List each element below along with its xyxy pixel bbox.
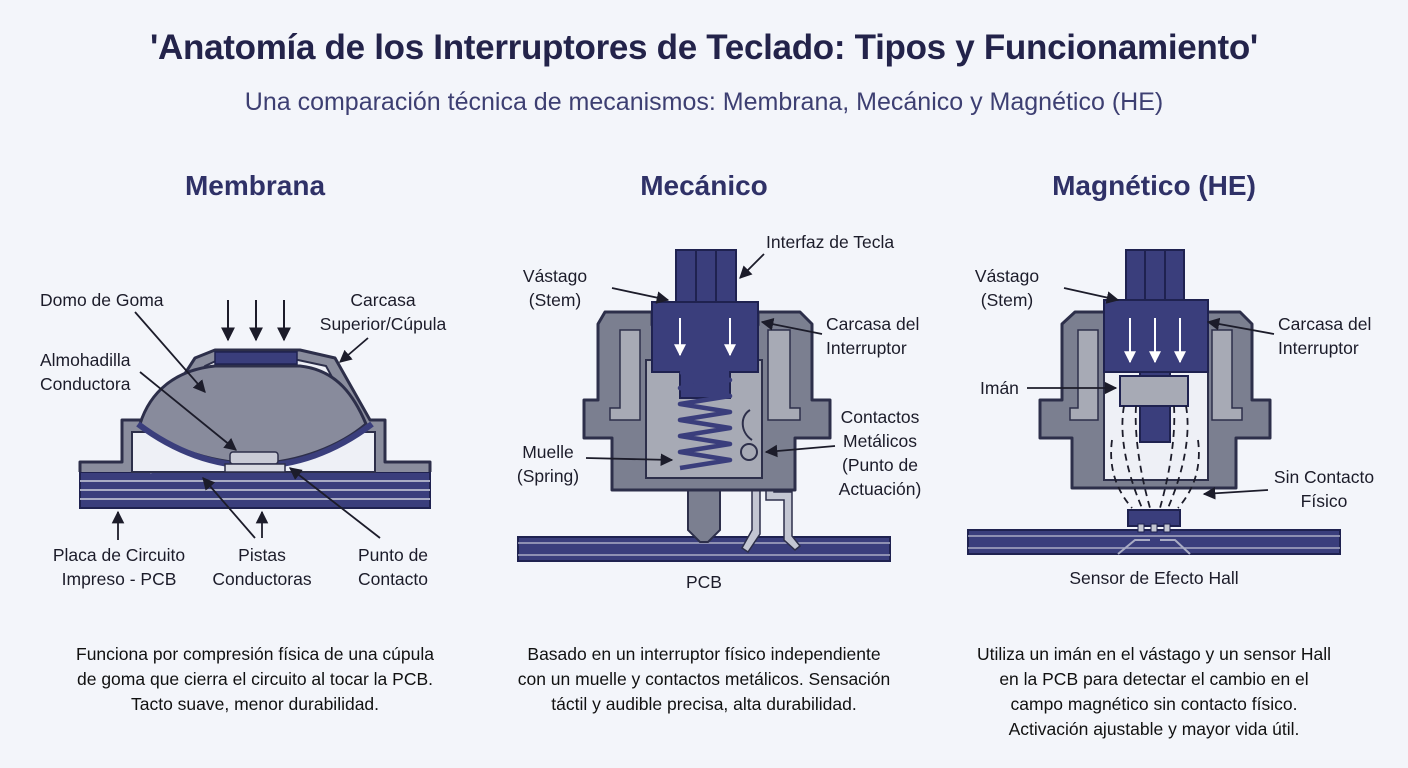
magnetico-magnet xyxy=(1119,375,1189,407)
label-pcb-mecanico: PCB xyxy=(686,572,722,592)
magnetico-hall-sensor xyxy=(1127,509,1181,533)
label-sensor-efecto-hall: Sensor de Efecto Hall xyxy=(1069,568,1239,588)
label-vastago-magnetico: Vástago(Stem) xyxy=(974,266,1040,310)
magnetico-title: Magnético (HE) xyxy=(1052,170,1256,201)
magnetico-description: Utiliza un imán en el vástago y un senso… xyxy=(976,644,1332,739)
mecanico-spring xyxy=(677,369,733,471)
membrana-title: Membrana xyxy=(184,170,326,201)
magnetico-pcb xyxy=(967,529,1341,555)
page-title: 'Anatomía de los Interruptores de Teclad… xyxy=(150,28,1258,67)
page-subtitle: Una comparación técnica de mecanismos: M… xyxy=(244,88,1164,116)
mecanico-title: Mecánico xyxy=(640,170,768,201)
membrana-conductive-pad xyxy=(229,451,279,465)
label-interfaz-de-tecla: Interfaz de Tecla xyxy=(766,232,895,252)
mecanico-stem xyxy=(651,249,759,399)
mecanico-description: Basado en un interruptor físico independ… xyxy=(517,644,891,714)
mecanico-diagram xyxy=(517,249,891,562)
label-iman: Imán xyxy=(980,378,1019,398)
magnetico-diagram xyxy=(967,249,1341,555)
label-muelle-spring: Muelle(Spring) xyxy=(516,442,580,486)
magnetico-field-lines xyxy=(1110,405,1200,509)
membrana-diagram xyxy=(78,300,432,540)
label-vastago-mecanico: Vástago(Stem) xyxy=(522,266,588,310)
label-domo-de-goma: Domo de Goma xyxy=(40,290,164,310)
membrana-description: Funciona por compresión física de una cú… xyxy=(76,644,434,714)
